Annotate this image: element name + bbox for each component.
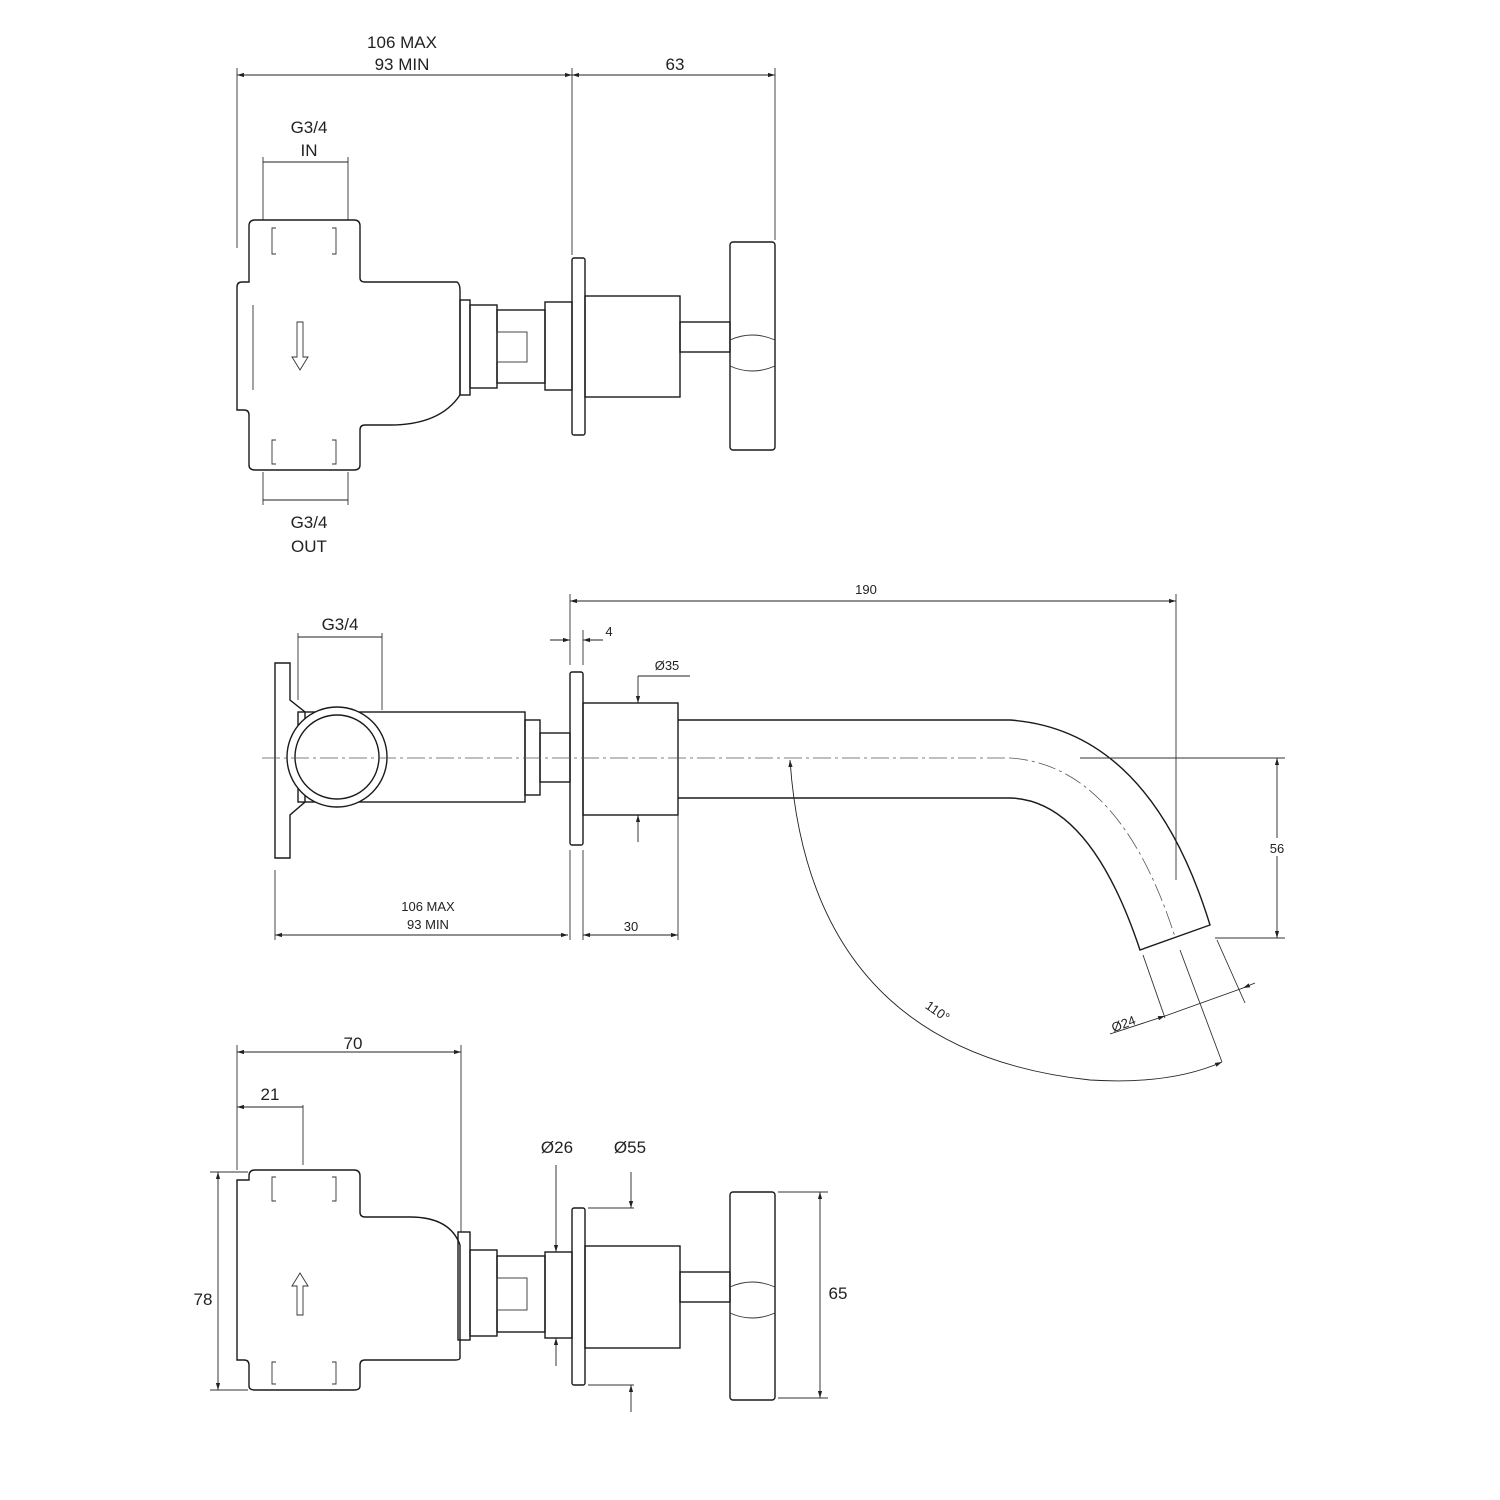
overall-dim-max: 106 MAX	[367, 33, 437, 52]
stem-diameter-label: Ø26	[541, 1138, 573, 1157]
inlet-size-label: G3/4	[291, 118, 328, 137]
outlet-size-label: G3/4	[291, 513, 328, 532]
connection-size-label: G3/4	[322, 615, 359, 634]
body-height-label: 78	[194, 1290, 213, 1309]
outlet-label: OUT	[291, 537, 327, 556]
inlet-label: IN	[301, 141, 318, 160]
cover-depth-label: 30	[624, 919, 638, 934]
cover-cylinder	[584, 295, 681, 398]
handle-dim-label: 63	[666, 55, 685, 74]
handle-bottom	[729, 1191, 776, 1401]
bottom-view: 70 21 78 Ø26 Ø55 65	[194, 1034, 848, 1412]
spout-angle-label: 110°	[923, 998, 953, 1025]
valve-body	[236, 219, 461, 471]
outlet-diameter-label: Ø24	[1109, 1013, 1137, 1036]
escutcheon-diameter-label: Ø35	[655, 658, 680, 673]
valve-body-bottom	[236, 1169, 461, 1391]
inlet-offset-label: 21	[261, 1085, 280, 1104]
flange-diameter-label: Ø55	[614, 1138, 646, 1157]
top-view: 106 MAX 93 MIN 63 G3/4 IN G3/4 OUT	[236, 33, 776, 556]
flow-arrow-down-icon	[291, 321, 309, 371]
side-view: 190 4 G3/4 Ø35 56	[262, 582, 1288, 1082]
flow-arrow-up-icon	[291, 1272, 309, 1316]
spout-drop-label: 56	[1270, 841, 1284, 856]
flange-thickness-label: 4	[605, 624, 612, 639]
install-dim-min: 93 MIN	[407, 917, 449, 932]
spout-length-label: 190	[855, 582, 877, 597]
body-width-label: 70	[344, 1034, 363, 1053]
install-dim-max: 106 MAX	[401, 899, 455, 914]
overall-dim-min: 93 MIN	[375, 55, 430, 74]
handle-diameter-label: 65	[829, 1284, 848, 1303]
handle	[729, 241, 776, 451]
escutcheon-flange	[571, 257, 586, 436]
spout	[678, 719, 1211, 951]
